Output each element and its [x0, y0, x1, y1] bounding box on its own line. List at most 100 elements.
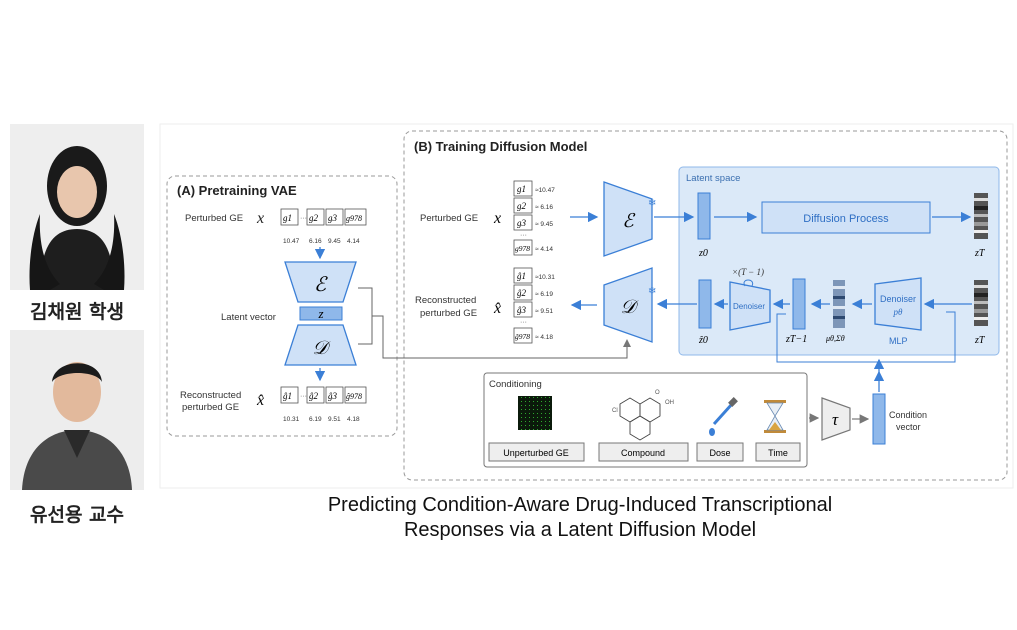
b-encoder-symbol: ℰ	[622, 211, 636, 232]
gene-b-val-2: ≈ 6.16	[535, 204, 553, 211]
student-name: 김채원 학생	[29, 301, 124, 323]
gene-b-val-3: ≈ 9.45	[535, 221, 553, 228]
student-photo	[10, 124, 144, 290]
decoder-frozen-icon: ❄	[648, 286, 656, 297]
panel-a-title: (A) Pretraining VAE	[177, 183, 297, 198]
z0-label: z0	[698, 248, 708, 259]
gene-b-1: g1	[517, 184, 526, 194]
figure-caption: Predicting Condition-Aware Drug-Induced …	[240, 493, 920, 543]
recon-a-3: ĝ3	[328, 391, 338, 401]
time-tag	[755, 442, 801, 462]
recon-a-val-2: 6.19	[309, 416, 322, 423]
gene-b-2: g2	[517, 201, 527, 211]
caption-line-2: Responses via a Latent Diffusion Model	[403, 519, 757, 541]
gene-b-val-1: ≈10.47	[535, 187, 555, 194]
gene-a-3: g3	[328, 213, 338, 223]
perturbed-ge-label: Perturbed GE	[185, 213, 243, 224]
latent-space-label: Latent space	[686, 173, 740, 184]
gene-b-dots: ···	[520, 232, 527, 239]
gene-a-val-2: 6.16	[309, 238, 322, 245]
recon-a-val-1: 10.31	[283, 416, 300, 423]
diffusion-encoder	[603, 181, 653, 257]
z0hat-block	[698, 279, 712, 329]
recon-a-dots: ···	[300, 393, 307, 400]
recon-a-val-4: 4.18	[347, 416, 360, 423]
condition-vector-label-1: Condition	[889, 410, 927, 420]
hourglass-icon	[764, 400, 786, 433]
denoiser-step	[729, 281, 771, 331]
b-recon-label-1: Reconstructed	[415, 295, 476, 306]
recon-label-2: perturbed GE	[182, 402, 239, 413]
tau-encoder	[821, 397, 851, 441]
cond-item-1: Unperturbed GE	[503, 448, 569, 458]
panel-b: (B) Training Diffusion Model Perturbed G…	[403, 130, 1008, 481]
recon-a-val-3: 9.51	[328, 416, 341, 423]
z0-block	[697, 192, 711, 240]
dose-tag	[696, 442, 744, 462]
z-symbol: z	[317, 306, 323, 321]
vae-encoder	[284, 261, 357, 303]
encoder-frozen-icon: ❄	[648, 198, 656, 209]
conditioning-label: Conditioning	[489, 379, 542, 390]
denoiser-p-label: pθ	[893, 307, 904, 317]
recon-b-dots: ···	[520, 319, 527, 326]
b-recon-label-2: perturbed GE	[420, 308, 477, 319]
zT-1-label: zT−1	[785, 334, 807, 345]
mu-sigma-label: μθ,Σθ	[825, 334, 845, 343]
mu-sigma-block	[833, 280, 845, 328]
mlp-label: MLP	[889, 336, 908, 346]
times-T1-label: ×(T − 1)	[732, 267, 764, 277]
diffusion-decoder	[603, 267, 653, 343]
denoiser-step-label: Denoiser	[733, 302, 765, 311]
recon-b-val-2: ≈ 6.19	[535, 291, 553, 298]
recon-b-val-3: ≈ 9.51	[535, 308, 553, 315]
diffusion-process-label: Diffusion Process	[803, 213, 889, 225]
recon-a-2: ĝ2	[309, 391, 319, 401]
unperturbed-ge-tag	[488, 442, 585, 462]
cond-item-4: Time	[768, 448, 788, 458]
dropper-icon	[709, 397, 738, 436]
b-perturbed-label: Perturbed GE	[420, 213, 478, 224]
svg-text:OH: OH	[665, 400, 674, 406]
zT-label-2: zT	[974, 335, 986, 346]
zT-block-2	[974, 280, 988, 326]
svg-text:O: O	[655, 390, 660, 396]
gene-a-val-4: 4.14	[347, 238, 360, 245]
condition-vector-label-2: vector	[896, 422, 921, 432]
recon-a-1: ĝ1	[283, 391, 292, 401]
tau-symbol: τ	[832, 410, 839, 429]
zT-label: zT	[974, 248, 986, 259]
xhat-symbol: x̂	[256, 392, 264, 409]
diffusion-process-box	[761, 201, 931, 234]
professor-photo	[10, 330, 144, 490]
panel-a: (A) Pretraining VAE Perturbed GE x g1 ··…	[166, 175, 631, 437]
gene-a-978: g978	[346, 214, 362, 223]
recon-b-2: ĝ2	[517, 288, 527, 298]
panel-b-frame	[403, 130, 1008, 481]
denoiser-mlp-label: Denoiser	[880, 294, 916, 304]
zT-block	[974, 193, 988, 239]
caption-line-1: Predicting Condition-Aware Drug-Induced …	[327, 494, 833, 516]
recon-b-978: ĝ978	[515, 332, 530, 341]
gene-a-val-3: 9.45	[328, 238, 341, 245]
panel-a-frame	[166, 175, 398, 437]
vae-decoder	[284, 324, 357, 366]
recon-a-978: ĝ978	[346, 392, 362, 401]
b-x-symbol: x	[493, 210, 501, 227]
recon-label-1: Reconstructed	[180, 390, 241, 401]
gene-b-3: g3	[517, 218, 527, 228]
loop-icon	[743, 279, 754, 287]
z0hat-label: ẑ0	[698, 335, 708, 346]
professor-name: 유선용 교수	[29, 504, 124, 526]
latent-vector-label: Latent vector	[221, 312, 276, 323]
denoiser-mlp	[874, 277, 922, 331]
cond-item-2: Compound	[621, 448, 665, 458]
gene-a-1: g1	[283, 213, 292, 223]
panel-b-title: (B) Training Diffusion Model	[414, 139, 587, 154]
condition-vector-block	[872, 393, 886, 445]
recon-b-val-1: ≈10.31	[535, 274, 555, 281]
gene-a-2: g2	[309, 213, 319, 223]
latent-vector-block	[299, 306, 343, 321]
compound-icon: Cl OH O	[612, 390, 674, 441]
